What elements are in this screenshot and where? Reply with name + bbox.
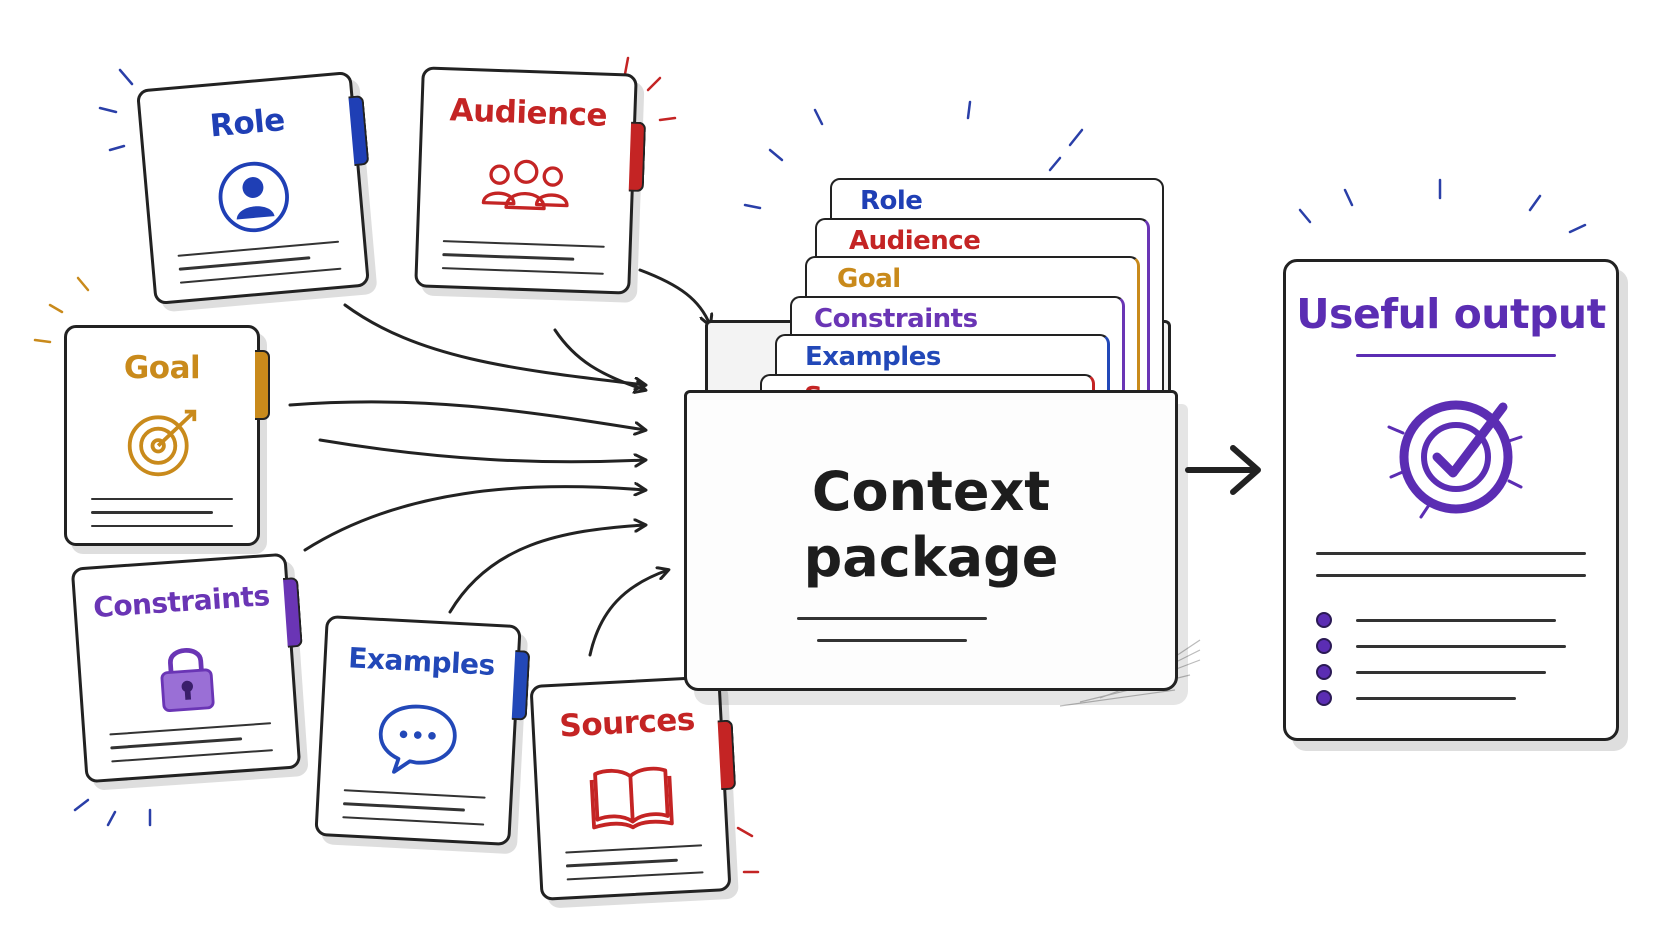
target-check-icon <box>1387 400 1523 519</box>
package-title: Context package <box>687 459 1175 591</box>
output-title: Useful output <box>1296 290 1606 338</box>
arrow-constraints <box>303 487 645 552</box>
bullet-line <box>1356 645 1566 648</box>
folder-label: Audience <box>849 226 981 256</box>
book-icon <box>589 766 674 830</box>
output-list-item <box>1316 662 1576 682</box>
card-title: Role <box>208 102 287 145</box>
speech-bubble-icon <box>378 704 457 774</box>
lock-icon <box>160 648 215 712</box>
output-title-underline <box>1356 354 1556 357</box>
card-goal: Goal <box>64 325 270 546</box>
output-card: Useful output <box>1283 259 1619 741</box>
card-examples: Examples <box>314 615 531 846</box>
box-text-line <box>797 617 987 620</box>
arrow-goal-2 <box>318 438 645 462</box>
card-title: Audience <box>449 92 608 134</box>
folder-label: Role <box>860 186 923 216</box>
context-package-box: Context package <box>684 390 1178 691</box>
arrow-sources <box>588 570 668 657</box>
card-tab <box>255 350 270 420</box>
card-title: Examples <box>347 641 496 682</box>
card-title: Constraints <box>92 579 271 625</box>
output-text-line <box>1316 552 1586 555</box>
person-icon <box>218 161 289 233</box>
bullet-dot <box>1316 664 1332 680</box>
card-text-lines <box>441 229 605 275</box>
bullet-dot <box>1316 690 1332 706</box>
package-title-line1: Context <box>811 460 1051 523</box>
card-text-lines <box>342 778 486 826</box>
arrow-examples <box>448 525 645 614</box>
group-icon <box>481 159 569 211</box>
bullet-dot <box>1316 612 1332 628</box>
bullet-line <box>1356 697 1516 700</box>
bullet-line <box>1356 671 1546 674</box>
card-sources: Sources <box>529 675 737 901</box>
arrow-role <box>343 303 645 385</box>
folder-label: Constraints <box>814 304 978 334</box>
target-icon <box>127 409 197 477</box>
folder-label: Goal <box>837 264 901 294</box>
card-text-lines <box>565 833 704 881</box>
card-role: Role <box>135 70 371 306</box>
output-list-item <box>1316 610 1576 630</box>
card-title: Sources <box>558 701 696 745</box>
bullet-line <box>1356 619 1556 622</box>
arrow-goal <box>288 400 645 430</box>
output-list-item <box>1316 636 1576 656</box>
card-audience: Audience <box>414 66 647 295</box>
package-title-line2: package <box>803 526 1059 589</box>
arrow-audience-2 <box>553 328 645 390</box>
bullet-dot <box>1316 638 1332 654</box>
card-title: Goal <box>123 350 201 386</box>
box-text-line <box>817 639 967 642</box>
card-constraints: Constraints <box>70 552 303 784</box>
card-text-lines <box>177 229 342 284</box>
folder-label: Examples <box>805 342 941 372</box>
card-text-lines <box>91 487 233 527</box>
card-text-lines <box>109 711 274 763</box>
output-text-line <box>1316 574 1586 577</box>
output-list-item <box>1316 688 1576 708</box>
arrow-audience <box>638 268 710 325</box>
